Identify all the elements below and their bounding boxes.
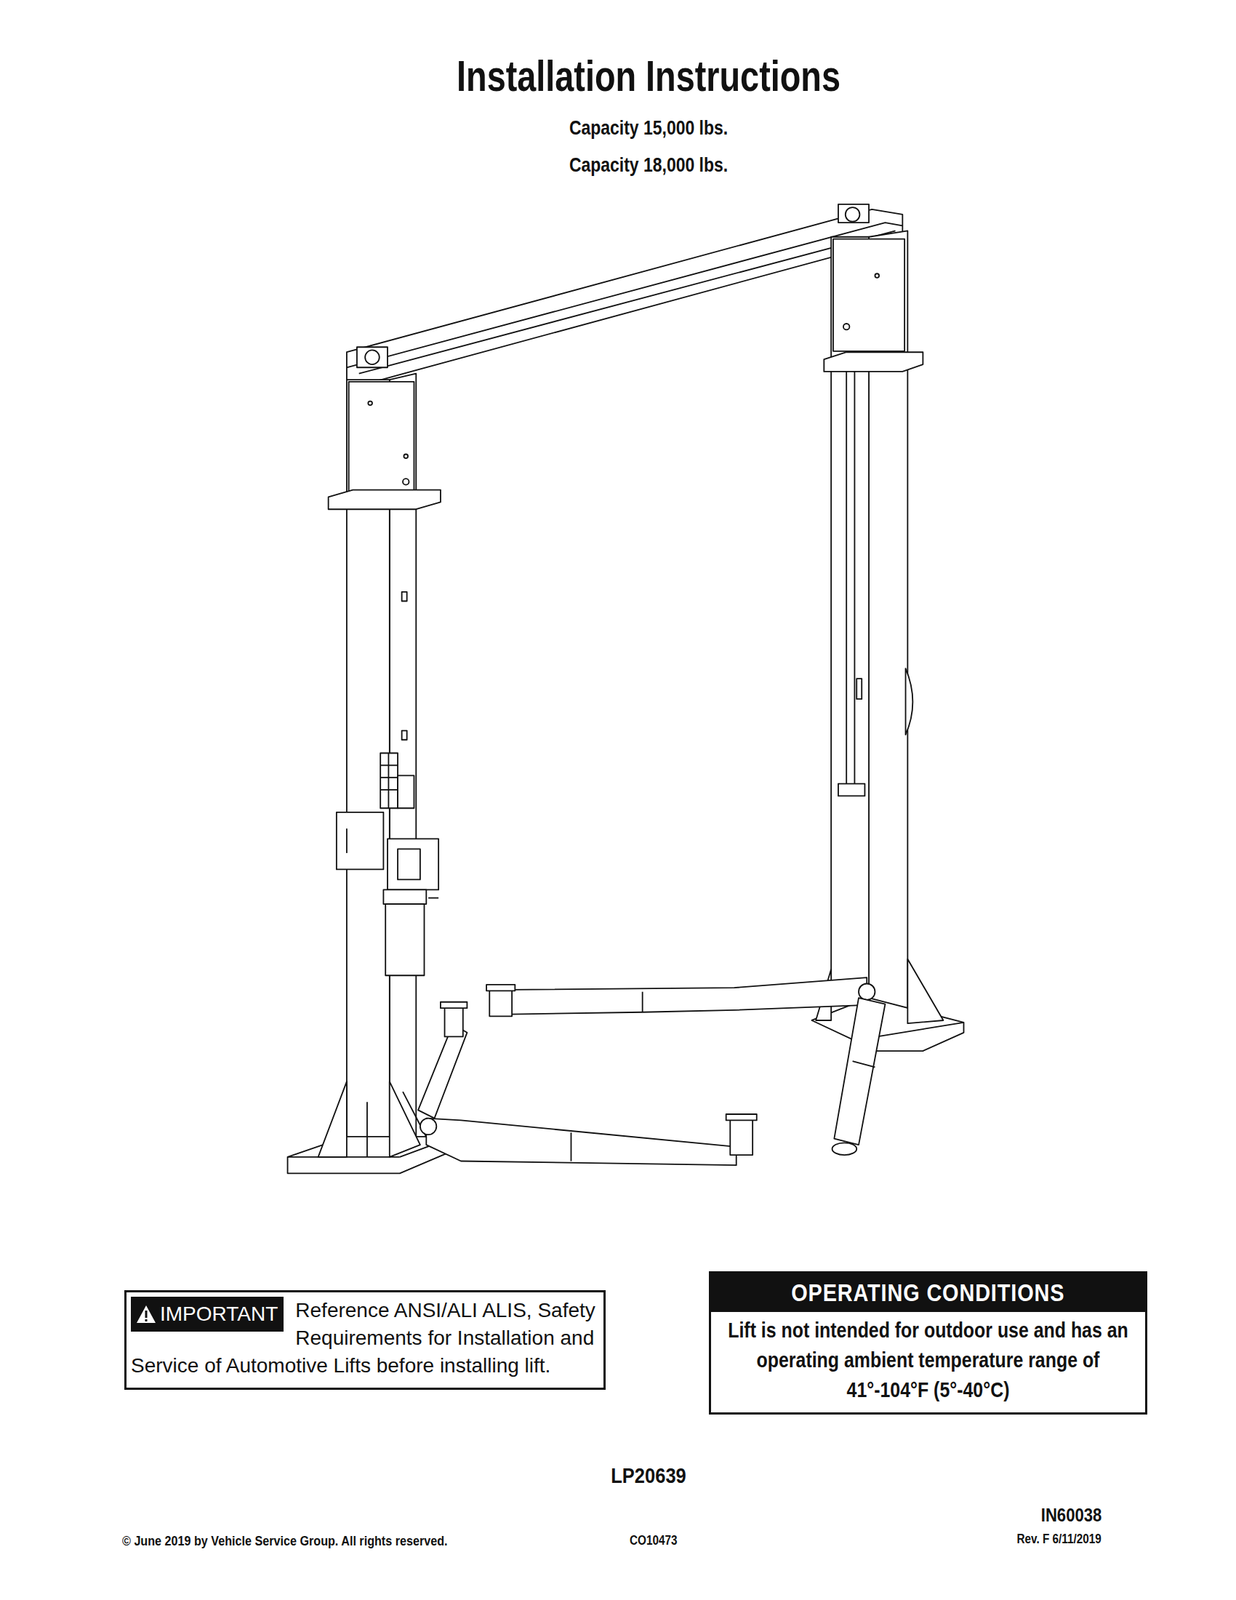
revision-date: Rev. F 6/11/2019: [1017, 1531, 1102, 1547]
copyright-note: © June 2019 by Vehicle Service Group. Al…: [122, 1532, 448, 1549]
decal: [380, 752, 398, 808]
code-number: CO10473: [629, 1532, 678, 1548]
warning-icon: [135, 1303, 158, 1324]
lift-arm: [833, 997, 885, 1145]
control-box: [336, 812, 384, 870]
page-title: Installation Instructions: [456, 50, 841, 102]
lift-arm: [426, 1118, 736, 1166]
lift-arm: [499, 977, 867, 1014]
overhead-beam: [346, 209, 903, 381]
post-flange: [328, 490, 441, 510]
capacity-text: Capacity 18,000 lbs.: [569, 153, 728, 177]
notice-text: Reference ANSI/ALI ALIS, Safety Requirem…: [130, 1296, 597, 1380]
capacity-text: Capacity 15,000 lbs.: [569, 116, 728, 140]
lift-arm: [418, 1024, 467, 1119]
document-number: IN60038: [1040, 1503, 1102, 1527]
badge-text: IMPORTANT: [159, 1297, 278, 1330]
heading-text: OPERATING CONDITIONS: [791, 1273, 1065, 1312]
heading-band: OPERATING CONDITIONS: [711, 1273, 1146, 1312]
conditions-box: OPERATING CONDITIONSLift is not intended…: [708, 1270, 1148, 1415]
reservoir: [385, 903, 424, 975]
door: [905, 668, 914, 735]
important-badge: IMPORTANT: [130, 1296, 284, 1332]
notice-box: IMPORTANTReference ANSI/ALI ALIS, Safety…: [124, 1289, 606, 1390]
post-flange: [823, 351, 923, 372]
part-number: LP20639: [610, 1462, 687, 1488]
conditions-text: Lift is not intended for outdoor use and…: [716, 1314, 1140, 1404]
power-unit: [387, 838, 439, 890]
